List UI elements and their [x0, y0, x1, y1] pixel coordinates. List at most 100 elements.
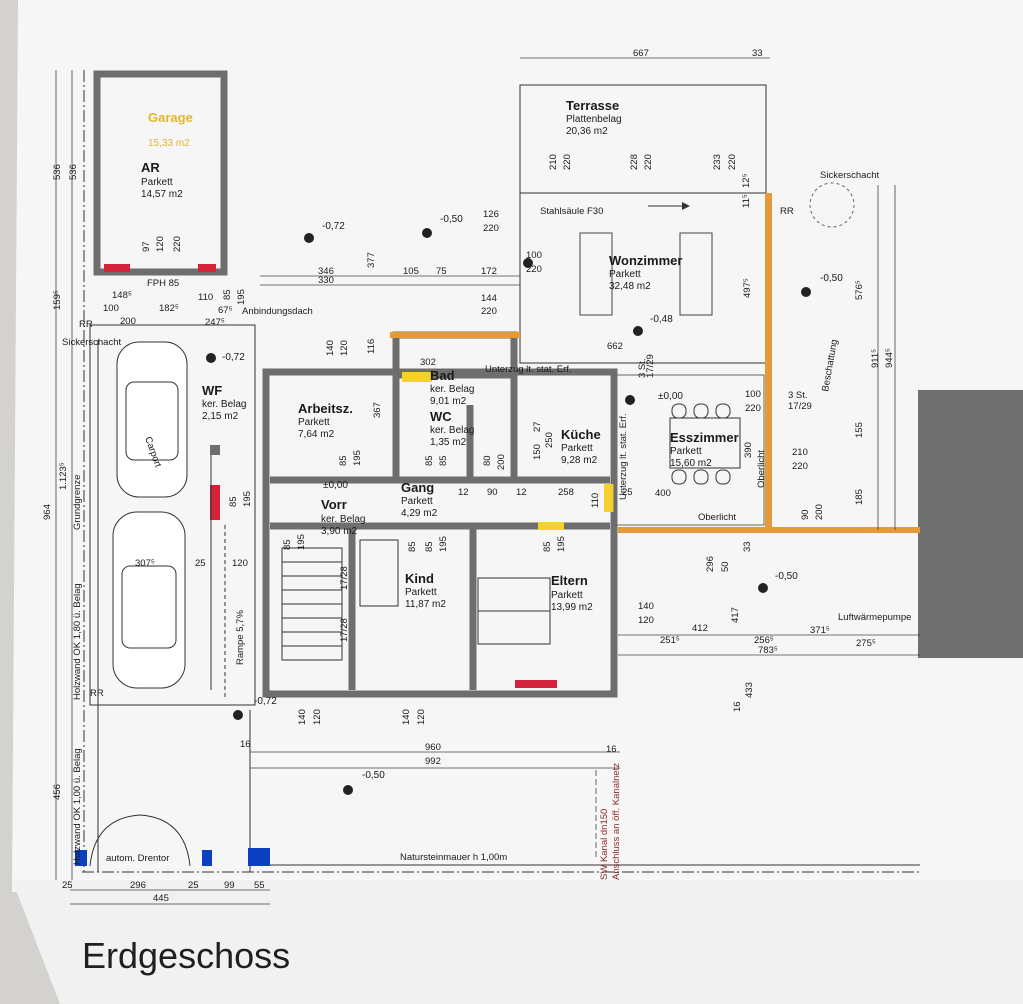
- room-name-gang: Gang: [401, 480, 434, 495]
- svg-text:911⁵: 911⁵: [870, 349, 881, 368]
- carport-pillar-2: [210, 445, 220, 455]
- svg-text:85: 85: [222, 289, 233, 300]
- svg-text:195: 195: [236, 289, 247, 305]
- room-name-garage: Garage: [148, 110, 193, 125]
- room-floor-eltern: Parkett: [551, 590, 583, 601]
- svg-text:330: 330: [318, 275, 334, 286]
- svg-text:417: 417: [730, 607, 741, 623]
- stair-steps: [282, 561, 342, 647]
- svg-text:247⁵: 247⁵: [205, 317, 225, 328]
- car-bottom: [112, 511, 186, 689]
- svg-text:172: 172: [481, 266, 497, 277]
- room-area-bad: 9,01 m2: [430, 396, 467, 407]
- door-yellow-2: [604, 484, 614, 512]
- svg-text:25: 25: [188, 880, 199, 891]
- room-floor-kind: Parkett: [405, 587, 437, 598]
- room-name-eltern: Eltern: [551, 573, 588, 588]
- car-bottom-roof: [121, 565, 177, 649]
- svg-text:497⁵: 497⁵: [742, 278, 753, 298]
- car-top-roof: [125, 381, 179, 461]
- room-area-garage: 15,33 m2: [148, 138, 190, 149]
- svg-text:120: 120: [232, 558, 248, 569]
- svg-text:302: 302: [420, 357, 436, 368]
- svg-text:536: 536: [68, 164, 79, 180]
- room-floor-terrasse: Plattenbelag: [566, 114, 622, 125]
- svg-text:412: 412: [692, 623, 708, 634]
- svg-text:85: 85: [338, 455, 349, 466]
- room-area-wohnzimmer: 32,48 m2: [609, 281, 651, 292]
- svg-text:200: 200: [120, 316, 136, 327]
- sickerschacht-circle: [809, 182, 855, 228]
- svg-text:97: 97: [141, 241, 152, 252]
- svg-text:200: 200: [496, 454, 507, 470]
- svg-text:140: 140: [325, 340, 336, 356]
- level-9: -0,72: [254, 696, 277, 707]
- svg-text:85: 85: [438, 455, 449, 466]
- note-stairs-5: 17/28: [339, 566, 350, 590]
- svg-text:195: 195: [242, 491, 253, 507]
- svg-text:159⁵: 159⁵: [52, 290, 63, 310]
- note-anbindungsdach: Anbindungsdach: [242, 306, 313, 317]
- room-area-kueche: 9,28 m2: [561, 455, 598, 466]
- svg-text:371⁵: 371⁵: [810, 625, 830, 636]
- svg-text:346: 346: [318, 266, 334, 277]
- note-rr-3: RR: [90, 688, 104, 699]
- svg-text:220: 220: [483, 223, 499, 234]
- eltern-window-red: [515, 680, 557, 688]
- svg-text:195: 195: [352, 450, 363, 466]
- dining-table: [669, 403, 741, 485]
- svg-text:80: 80: [482, 455, 493, 466]
- svg-text:110: 110: [198, 292, 213, 303]
- svg-text:85: 85: [424, 541, 435, 552]
- sofa-1: [579, 232, 613, 316]
- svg-text:1.123⁵: 1.123⁵: [58, 462, 69, 490]
- level-5: -0,72: [222, 352, 245, 363]
- kind-bed: [359, 539, 399, 607]
- gate-post-middle: [202, 850, 212, 866]
- note-rampe: Rampe 5,7%: [235, 610, 246, 665]
- svg-text:85: 85: [542, 541, 553, 552]
- dimension-labels: 667 33 126 220 346 330 105 75 172 144 22…: [62, 48, 876, 904]
- carport-pillar-1: [210, 485, 220, 520]
- level-8: -0,50: [775, 571, 798, 582]
- svg-text:195: 195: [296, 534, 307, 550]
- svg-text:445: 445: [153, 893, 169, 904]
- svg-text:220: 220: [745, 403, 761, 414]
- level-3: -0,50: [820, 273, 843, 284]
- svg-text:200: 200: [814, 504, 825, 520]
- room-area-eltern: 13,99 m2: [551, 602, 593, 613]
- svg-text:140: 140: [297, 709, 308, 725]
- svg-text:140: 140: [401, 709, 412, 725]
- neighbor-building: [918, 390, 1023, 658]
- svg-text:105: 105: [403, 266, 419, 277]
- gate-swing: [89, 814, 191, 867]
- level-7: ±0,00: [323, 480, 348, 491]
- svg-text:536: 536: [52, 164, 63, 180]
- room-area-arbeitszimmer: 7,64 m2: [298, 429, 335, 440]
- gate-post-left: [75, 850, 87, 866]
- note-rr-1: RR: [780, 206, 794, 217]
- door-yellow-1: [538, 522, 564, 530]
- svg-text:233: 233: [712, 154, 723, 170]
- svg-text:25: 25: [195, 558, 206, 569]
- svg-text:100: 100: [745, 389, 761, 400]
- sofa-2: [679, 232, 713, 316]
- note-stairs-4: 17/29: [645, 354, 656, 378]
- svg-text:220: 220: [643, 154, 654, 170]
- svg-text:296: 296: [130, 880, 146, 891]
- room-area-gang: 4,29 m2: [401, 508, 438, 519]
- svg-text:992: 992: [425, 756, 441, 767]
- svg-text:195: 195: [556, 536, 567, 552]
- svg-text:16: 16: [606, 744, 617, 755]
- svg-text:960: 960: [425, 742, 441, 753]
- svg-text:258: 258: [558, 487, 574, 498]
- esszimmer-area: [613, 374, 765, 526]
- note-unterzug-side: Unterzug lt. stat. Erf.: [618, 413, 629, 500]
- svg-text:220: 220: [727, 154, 738, 170]
- note-rr-2: RR: [79, 319, 93, 330]
- svg-text:50: 50: [720, 561, 731, 572]
- svg-text:150: 150: [532, 444, 543, 460]
- room-floor-vorraum: ker. Belag: [321, 514, 365, 525]
- svg-text:220: 220: [562, 154, 573, 170]
